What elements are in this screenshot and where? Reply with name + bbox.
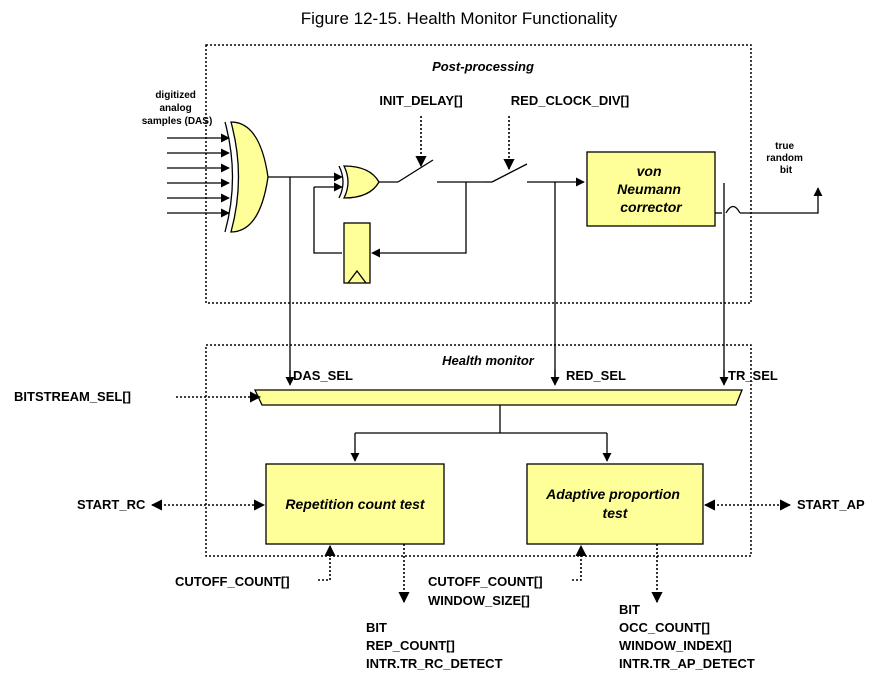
svg-text:Adaptive proportion test: Adaptive proportion test <box>545 486 684 521</box>
bitstream-sel-label: BITSTREAM_SEL[] <box>14 389 131 404</box>
rc-outputs-label: BIT REP_COUNT[] INTR.TR_RC_DETECT <box>366 620 503 671</box>
ap-outputs-label: BIT OCC_COUNT[] WINDOW_INDEX[] INTR.TR_A… <box>619 602 755 671</box>
delay-register <box>343 222 371 284</box>
input-xor-gate <box>224 121 269 233</box>
true-random-bit-label: true random bit <box>766 141 805 176</box>
red-clock-div-switch <box>484 163 585 187</box>
das-input-label: digitized analog samples (DAS) <box>142 90 213 127</box>
repetition-count-test-block: Repetition count test <box>265 463 445 545</box>
rc-cutoff-count-label: CUTOFF_COUNT[] <box>175 574 290 589</box>
post-processing-frame <box>205 44 752 304</box>
red-clock-div-label: RED_CLOCK_DIV[] <box>511 93 629 108</box>
adaptive-proportion-test-block: Adaptive proportion test <box>526 463 704 545</box>
feedback-xor-gate <box>338 165 380 199</box>
das-sel-label: DAS_SEL <box>293 368 353 383</box>
health-monitor-label: Health monitor <box>442 353 535 368</box>
das-input-arrows <box>167 133 230 218</box>
init-delay-switch <box>379 159 484 183</box>
ap-inputs-label: CUTOFF_COUNT[] WINDOW_SIZE[] <box>428 574 546 608</box>
start-ap-label: START_AP <box>797 497 865 512</box>
svg-text:von Neumann correc: von Neumann corrector <box>617 163 685 215</box>
init-delay-label: INIT_DELAY[] <box>379 93 462 108</box>
svg-text:Repetition count test: Repetition count test <box>285 496 426 512</box>
red-sel-label: RED_SEL <box>566 368 626 383</box>
health-monitor-frame <box>205 344 752 557</box>
start-rc-label: START_RC <box>77 497 146 512</box>
tr-sel-label: TR_SEL <box>728 368 778 383</box>
von-neumann-corrector-block: von Neumann corrector <box>586 151 716 227</box>
bitstream-mux <box>253 389 743 406</box>
figure-title: Figure 12-15. Health Monitor Functionali… <box>301 9 618 28</box>
post-processing-label: Post-processing <box>432 59 534 74</box>
